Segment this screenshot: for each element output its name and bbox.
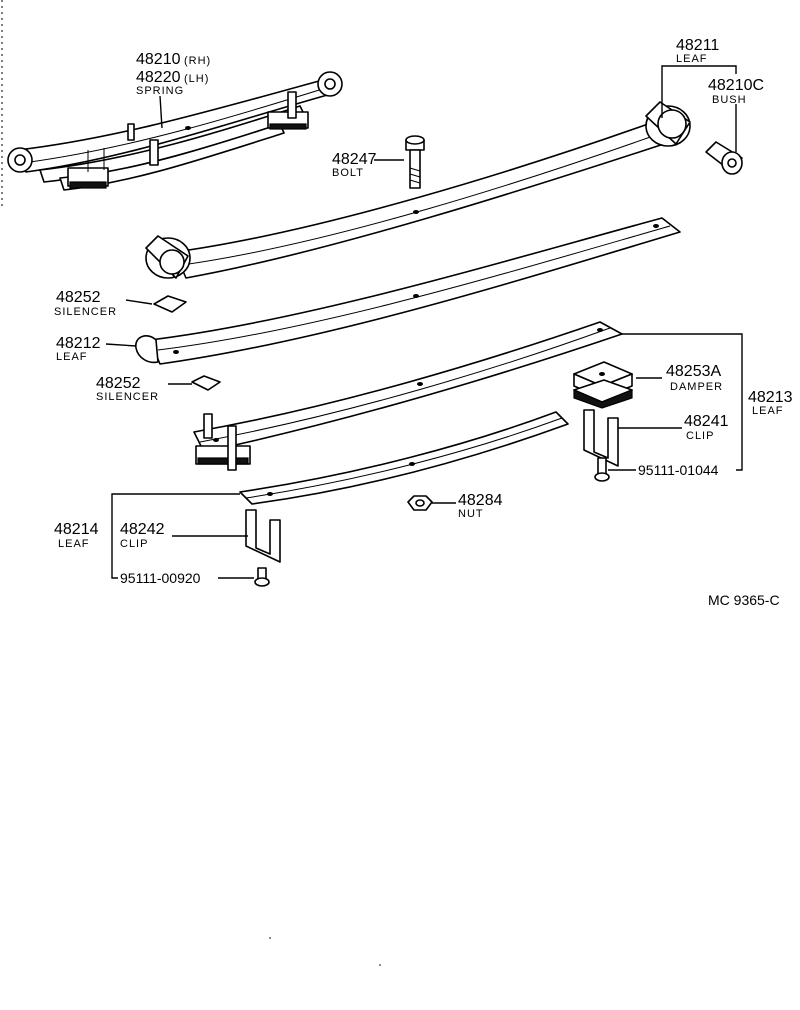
label-damper: DAMPER bbox=[670, 381, 723, 393]
bolt-small-lower-drawing bbox=[254, 567, 270, 587]
damper-drawing bbox=[573, 361, 633, 409]
label-95111-00920: 95111-00920 bbox=[120, 570, 201, 586]
label-48212: 48212 bbox=[56, 335, 101, 352]
label-48247: 48247 bbox=[332, 151, 377, 168]
label-48253a: 48253A bbox=[666, 363, 721, 380]
fourth-leaf-drawing bbox=[239, 411, 569, 505]
clip-upper-drawing bbox=[583, 409, 619, 467]
label-48214: 48214 bbox=[54, 521, 99, 538]
speck bbox=[379, 964, 381, 966]
label-48210c: 48210C bbox=[708, 77, 764, 94]
label-48210: 48210 bbox=[136, 51, 181, 68]
label-48220-lh: (LH) bbox=[184, 73, 209, 85]
label-nut: NUT bbox=[458, 508, 484, 520]
label-leaf-48214: LEAF bbox=[58, 538, 90, 550]
bolt-small-upper-drawing bbox=[594, 457, 610, 482]
label-48211: 48211 bbox=[676, 37, 719, 54]
label-48242: 48242 bbox=[120, 521, 165, 538]
label-48252-upper: 48252 bbox=[56, 289, 101, 306]
label-48252-lower: 48252 bbox=[96, 375, 141, 392]
label-silencer-upper: SILENCER bbox=[54, 306, 117, 318]
label-48210-rh: (RH) bbox=[184, 55, 211, 67]
label-48213: 48213 bbox=[748, 389, 793, 406]
silencer-lower-drawing bbox=[191, 375, 221, 391]
clip-lower-drawing bbox=[245, 509, 281, 563]
speck bbox=[269, 937, 271, 939]
label-48284: 48284 bbox=[458, 492, 503, 509]
leader-lines bbox=[105, 65, 743, 579]
label-leaf-48213: LEAF bbox=[752, 405, 784, 417]
label-bush: BUSH bbox=[712, 94, 747, 106]
label-bolt: BOLT bbox=[332, 167, 364, 179]
spring-assembly-drawing bbox=[7, 71, 343, 191]
label-clip-48242: CLIP bbox=[120, 538, 148, 550]
silencer-upper-drawing bbox=[153, 295, 187, 313]
label-48220: 48220 bbox=[136, 69, 181, 86]
label-clip-48241: CLIP bbox=[686, 430, 714, 442]
label-48241: 48241 bbox=[684, 413, 729, 430]
bush-drawing bbox=[705, 141, 743, 175]
label-leaf-48212: LEAF bbox=[56, 351, 88, 363]
label-silencer-lower: SILENCER bbox=[96, 391, 159, 403]
bolt-drawing bbox=[405, 135, 425, 189]
diagram-code: MC 9365-C bbox=[708, 592, 780, 608]
label-spring: SPRING bbox=[136, 85, 184, 97]
label-95111-01044: 95111-01044 bbox=[638, 462, 719, 478]
second-leaf-drawing bbox=[135, 217, 681, 365]
label-leaf-48211: LEAF bbox=[676, 53, 708, 65]
nut-drawing bbox=[407, 495, 433, 511]
main-leaf-drawing bbox=[145, 101, 691, 279]
third-leaf-drawing bbox=[193, 321, 623, 471]
